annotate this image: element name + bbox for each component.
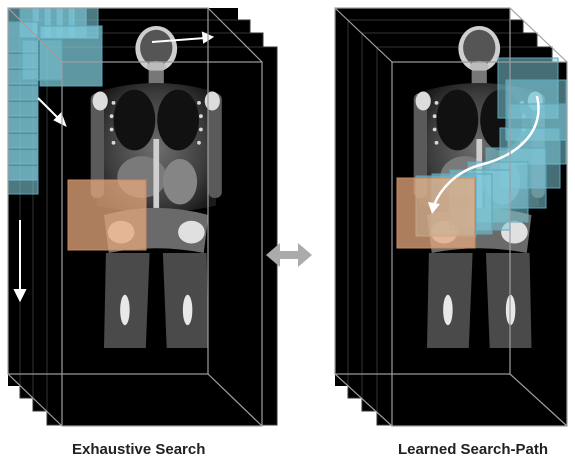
exhaustive-search-panel <box>8 8 277 426</box>
target-box-right <box>397 178 475 248</box>
exhaustive-search-caption: Exhaustive Search <box>72 441 205 458</box>
learned-search-path-panel <box>335 8 567 426</box>
learned-search-path-caption: Learned Search-Path <box>398 441 548 458</box>
target-box-left <box>68 180 146 250</box>
